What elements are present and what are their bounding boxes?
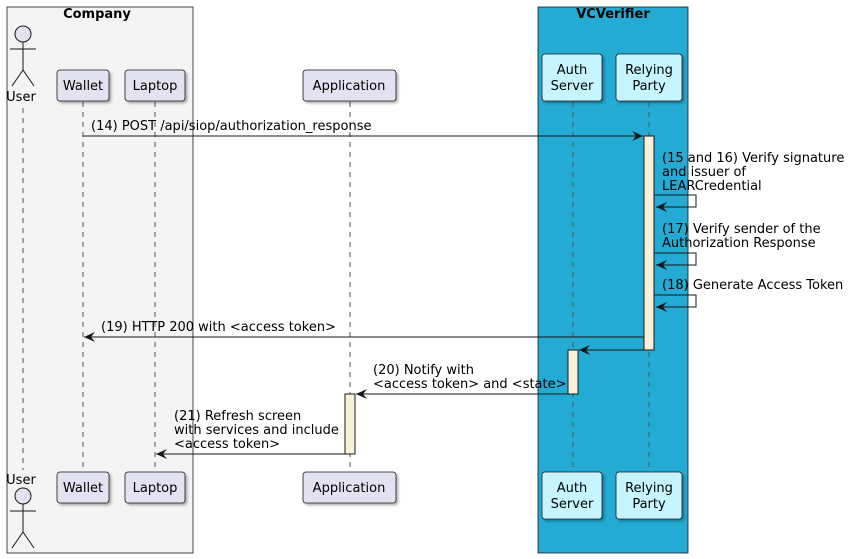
group-vcverifier-title: VCVerifier xyxy=(576,7,650,22)
message-20: (20) Notify with <access token> and <sta… xyxy=(356,363,568,399)
participant-application-bottom: Application xyxy=(302,471,397,504)
participant-relying-party-label-bottom-1: Relying xyxy=(625,481,673,496)
participant-laptop-top: Laptop xyxy=(124,69,186,102)
participant-application-label-bottom: Application xyxy=(313,481,386,496)
participant-relying-party-bottom: Relying Party xyxy=(615,471,683,520)
participant-relying-party-top: Relying Party xyxy=(615,53,683,102)
participant-auth-server-label-1: Auth xyxy=(557,63,587,78)
activation-application xyxy=(344,393,356,455)
participant-wallet-top: Wallet xyxy=(56,69,110,102)
participant-user-label-bottom: User xyxy=(6,473,36,488)
participant-relying-party-label-1: Relying xyxy=(625,63,673,78)
participant-relying-party-label-2: Party xyxy=(632,79,666,94)
message-20-label-2: <access token> and <state> xyxy=(373,377,567,392)
participant-wallet-label: Wallet xyxy=(63,79,103,94)
message-20-label-1: (20) Notify with xyxy=(373,363,474,378)
participant-auth-server-label-bottom-1: Auth xyxy=(557,481,587,496)
message-15-16-label-3: LEARCredential xyxy=(662,179,762,194)
participant-relying-party-label-bottom-2: Party xyxy=(632,497,666,512)
message-19: (19) HTTP 200 with <access token> xyxy=(84,320,644,342)
message-18: (18) Generate Access Token xyxy=(654,278,843,312)
participant-laptop-bottom: Laptop xyxy=(124,471,186,504)
participant-user-label: User xyxy=(6,90,36,105)
activation-relying-party xyxy=(643,135,655,351)
message-21-label-1: (21) Refresh screen xyxy=(174,409,301,424)
participant-auth-server-label-bottom-2: Server xyxy=(551,497,594,512)
participant-wallet-label-bottom: Wallet xyxy=(63,481,103,496)
message-21-label-2: with services and include xyxy=(174,423,339,438)
message-17: (17) Verify sender of the Authorization … xyxy=(654,222,821,270)
message-21: (21) Refresh screen with services and in… xyxy=(156,409,345,459)
message-18-label: (18) Generate Access Token xyxy=(662,278,843,293)
participant-laptop-label-bottom: Laptop xyxy=(133,481,178,496)
participant-auth-server-bottom: Auth Server xyxy=(541,471,603,520)
participant-application-label: Application xyxy=(313,79,386,94)
message-15-16: (15 and 16) Verify signature and issuer … xyxy=(654,151,844,212)
participant-wallet-bottom: Wallet xyxy=(56,471,110,504)
participant-laptop-label: Laptop xyxy=(133,79,178,94)
message-19-label: (19) HTTP 200 with <access token> xyxy=(101,320,336,335)
activation-auth-server xyxy=(567,349,579,395)
message-21-label-3: <access token> xyxy=(174,437,280,452)
message-15-16-label-2: and issuer of xyxy=(662,165,746,180)
message-14: (14) POST /api/siop/authorization_respon… xyxy=(83,119,643,141)
actor-user-top: User xyxy=(6,25,36,105)
participant-auth-server-label-2: Server xyxy=(551,79,594,94)
actor-user-bottom: User xyxy=(6,473,36,549)
participant-application-top: Application xyxy=(302,69,397,102)
message-14-label: (14) POST /api/siop/authorization_respon… xyxy=(91,119,371,134)
message-15-16-label-1: (15 and 16) Verify signature xyxy=(662,151,844,166)
group-company-title: Company xyxy=(63,7,131,22)
message-17-label-2: Authorization Response xyxy=(662,236,816,251)
message-17-label-1: (17) Verify sender of the xyxy=(662,222,821,237)
participant-auth-server-top: Auth Server xyxy=(541,53,603,102)
